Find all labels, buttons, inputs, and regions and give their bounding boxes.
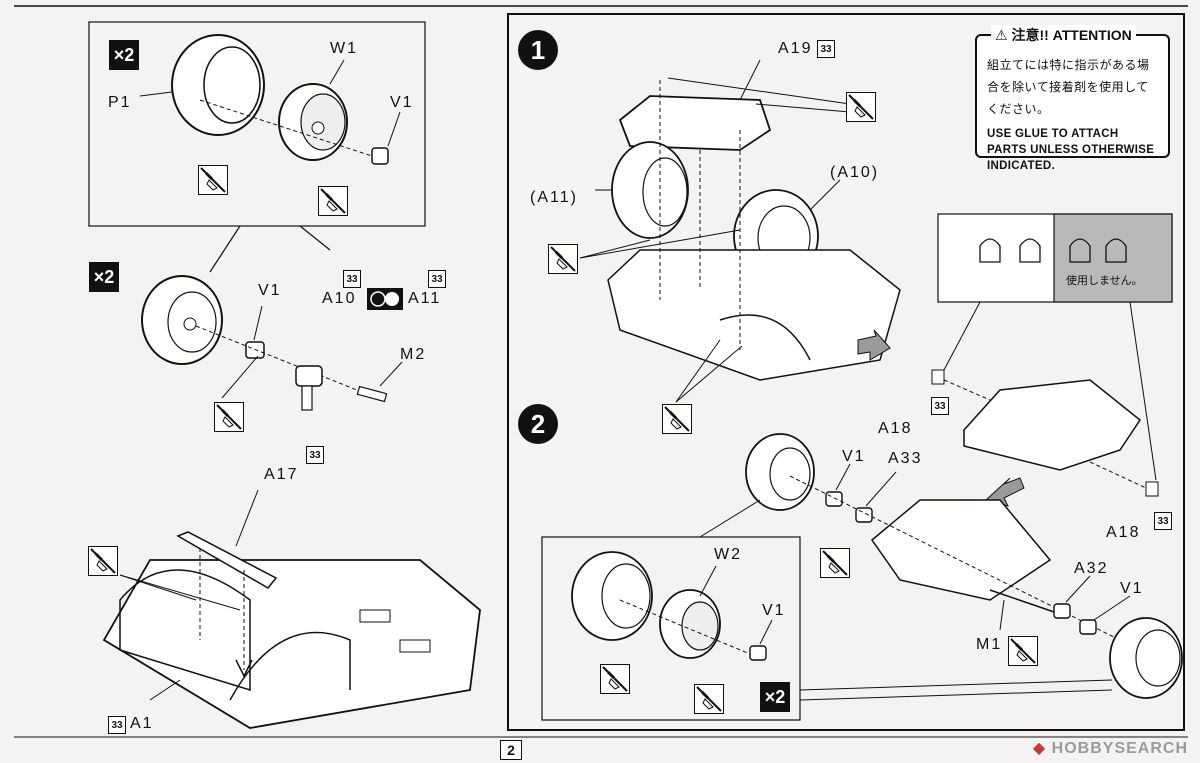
glue-icon [214,402,244,432]
glue-icon [198,165,228,195]
part-code-badge: 33 [931,397,949,415]
page-number: 2 [500,740,522,760]
step-number: 2 [518,404,558,444]
label-a10: A10 [322,290,357,307]
watermark: ◆ HOBBYSEARCH [1033,738,1188,758]
part-code-badge: 33 [428,270,446,288]
warning-icon: ⚠ [995,27,1008,43]
label-v1: V1 [390,94,414,111]
quantity-x2-badge: ×2 [89,262,119,292]
attention-english: USE GLUE TO ATTACH PARTS UNLESS OTHERWIS… [987,128,1155,172]
label-a18: A18 [1106,524,1141,541]
label-a17: A17 [264,466,299,483]
part-code-badge: 33 [343,270,361,288]
attention-box: ⚠ 注意!! ATTENTION 組立てには特に指示がある場合を除いて接着剤を使… [975,25,1170,172]
label-v1: V1 [842,448,866,465]
part-code-badge: 33 [108,716,126,734]
label-v1: V1 [762,602,786,619]
left-right-symbol-icon [367,288,403,310]
label-a32: A32 [1074,560,1109,577]
label-a10-paren: (A10) [830,164,880,181]
label-v1: V1 [258,282,282,299]
glue-icon [548,244,578,274]
label-m2: M2 [400,346,427,363]
label-v1: V1 [1120,580,1144,597]
part-code-badge: 33 [306,446,324,464]
label-m1: M1 [976,636,1003,653]
label-p1: P1 [108,94,132,111]
glue-icon [88,546,118,576]
quantity-x2-badge: ×2 [109,40,139,70]
quantity-x2-badge: ×2 [760,682,790,712]
glue-icon [318,186,348,216]
glue-icon [1008,636,1038,666]
glue-icon [662,404,692,434]
label-w1: W1 [330,40,358,57]
label-a1: A1 [130,715,154,732]
glue-icon [694,684,724,714]
step-number: 1 [518,30,558,70]
label-a19: A19 [778,40,813,57]
label-a11-paren: (A11) [530,189,578,206]
part-code-badge: 33 [817,40,835,58]
attention-title: ⚠ 注意!! ATTENTION [991,25,1136,45]
part-code-badge: 33 [1154,512,1172,530]
label-w2: W2 [714,546,742,563]
watermark-logo: ◆ [1032,740,1047,757]
attention-japanese: 組立てには特に指示がある場合を除いて接着剤を使用してください。 [987,58,1150,116]
glue-icon [846,92,876,122]
watermark-search: SEARCH [1114,740,1188,757]
label-a18: A18 [878,420,913,437]
unused-note: 使用しません。 [1066,275,1143,287]
watermark-hobby: HOBBY [1051,740,1115,757]
glue-icon [820,548,850,578]
label-a33: A33 [888,450,923,467]
label-a11: A11 [408,290,442,307]
glue-icon [600,664,630,694]
